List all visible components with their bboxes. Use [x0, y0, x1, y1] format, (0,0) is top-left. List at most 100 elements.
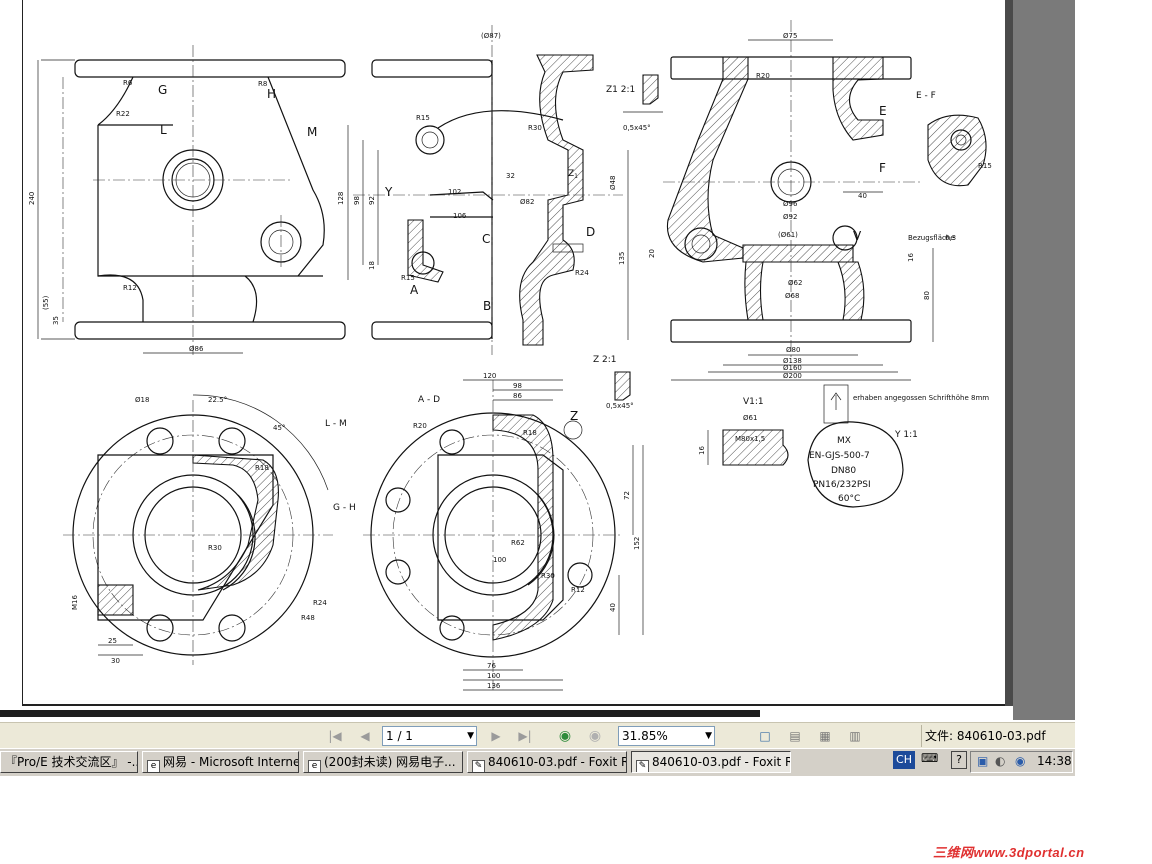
thread-label: M80x1,5 [735, 435, 765, 443]
chevron-down-icon[interactable]: ▼ [705, 731, 712, 741]
svg-text:R18: R18 [523, 429, 537, 437]
detail-v-title: V1:1 [743, 397, 764, 407]
svg-text:16: 16 [698, 446, 706, 455]
continuous-facing-icon[interactable]: ▥ [849, 729, 861, 743]
continuous-page-icon[interactable]: ▤ [789, 729, 801, 743]
security-icon[interactable]: ◉ [1015, 754, 1026, 768]
taskbar-item-mail[interactable]: e(200封未读) 网易电子... [303, 751, 463, 773]
section-lm-gh-view: 22.5° 45° Ø18 R18 R30 R24 R48 M16 25 30 … [63, 394, 356, 665]
svg-text:Z1: Z1 [568, 169, 578, 180]
detail-z1: Z1 2:1 0,5x45° [606, 74, 663, 132]
svg-text:40: 40 [609, 603, 617, 612]
svg-text:A: A [410, 283, 419, 297]
language-indicator[interactable]: CH [893, 751, 915, 769]
network-icon[interactable]: ▣ [977, 754, 989, 768]
detail-ef: E - F R15 [916, 91, 992, 187]
page-number-input[interactable]: 1 / 1 ▼ [382, 726, 477, 746]
svg-text:E: E [879, 104, 887, 118]
svg-text:M16: M16 [71, 595, 79, 610]
viewer-background [1013, 0, 1075, 720]
detail-z: Z 2:1 0,5x45° [593, 355, 634, 410]
chevron-down-icon[interactable]: ▼ [467, 731, 474, 741]
svg-text:R24: R24 [575, 269, 589, 277]
taskbar-item-foxit-1[interactable]: ✎840610-03.pdf - Foxit R... [467, 751, 627, 773]
taskbar-item-label: 840610-03.pdf - Foxit R... [652, 755, 791, 769]
taskbar-item-foxit-2[interactable]: ✎840610-03.pdf - Foxit R... [631, 751, 791, 773]
svg-text:100: 100 [493, 556, 506, 564]
svg-text:R48: R48 [301, 614, 315, 622]
svg-text:B: B [483, 299, 491, 313]
svg-text:136: 136 [487, 682, 501, 690]
svg-text:25: 25 [108, 637, 117, 645]
next-page-icon[interactable]: ▶ [491, 729, 501, 743]
site-watermark: 三维网www.3dportal.cn [933, 845, 1085, 860]
last-page-icon[interactable]: ▶| [518, 729, 532, 743]
side-section-view: 128 98 92 18 102 106 Ø82 32 (Ø87) R15 R3… [337, 25, 629, 355]
svg-text:Z: Z [570, 409, 578, 423]
marking-line-5: 60°C [838, 494, 860, 504]
svg-text:R24: R24 [313, 599, 327, 607]
svg-text:16: 16 [907, 253, 915, 262]
svg-text:(Ø61): (Ø61) [778, 231, 798, 239]
svg-text:R15: R15 [416, 114, 430, 122]
svg-text:R15: R15 [401, 274, 415, 282]
marking-note: erhaben angegossen Schrifthöhe 8mm [853, 394, 989, 402]
svg-text:(Ø87): (Ø87) [481, 32, 501, 40]
back-icon[interactable]: ◉ [558, 728, 572, 744]
svg-text:98: 98 [513, 382, 522, 390]
taskbar-item-label: (200封未读) 网易电子... [324, 755, 456, 769]
marking-line-3: DN80 [831, 466, 856, 476]
svg-text:18: 18 [368, 261, 376, 270]
file-status: 文件: 840610-03.pdf [921, 725, 1073, 747]
svg-text:20: 20 [648, 249, 656, 258]
svg-text:128: 128 [337, 192, 345, 205]
svg-text:R18: R18 [255, 464, 269, 472]
svg-text:Ø61: Ø61 [743, 414, 757, 422]
keyboard-icon[interactable]: ⌨ [921, 751, 939, 765]
previous-page-icon[interactable]: ◀ [360, 729, 370, 743]
svg-text:Ø68: Ø68 [785, 292, 799, 300]
svg-text:G: G [158, 83, 167, 97]
svg-text:F: F [879, 161, 886, 175]
help-icon[interactable]: ? [951, 751, 967, 769]
svg-text:M: M [307, 125, 317, 139]
svg-text:Ø92: Ø92 [783, 213, 797, 221]
pdf-page: 240 (55) 35 Ø86 R6 R22 R12 R8 G H L M [22, 0, 1006, 706]
svg-text:Y: Y [384, 185, 393, 199]
ie-icon: e [308, 760, 321, 772]
volume-icon[interactable]: ◐ [995, 754, 1006, 768]
svg-text:R20: R20 [413, 422, 427, 430]
svg-text:106: 106 [453, 212, 467, 220]
svg-text:92: 92 [368, 196, 376, 205]
zoom-input[interactable]: 31.85% ▼ [618, 726, 715, 746]
single-page-icon[interactable]: □ [759, 729, 771, 743]
svg-text:Ø160: Ø160 [783, 364, 802, 372]
navigation-toolbar: |◀ ◀ 1 / 1 ▼ ▶ ▶| ◉ ◉ 31.85% ▼ □ ▤ ▦ ▥ 文… [0, 722, 1075, 749]
svg-text:Ø75: Ø75 [783, 32, 797, 40]
taskbar-item-proe-forum[interactable]: 『Pro/E 技术交流区』 -... [0, 751, 138, 773]
forward-icon[interactable]: ◉ [588, 728, 602, 744]
svg-text:Ø96: Ø96 [783, 200, 798, 208]
chamfer-label-z: 0,5x45° [606, 402, 634, 410]
horizontal-scrollbar[interactable] [0, 710, 760, 717]
svg-text:22.5°: 22.5° [208, 396, 227, 404]
svg-text:Ø62: Ø62 [788, 279, 802, 287]
svg-text:Ø86: Ø86 [189, 345, 204, 353]
svg-text:R8: R8 [258, 80, 267, 88]
svg-text:R30: R30 [208, 544, 222, 552]
svg-text:Ø200: Ø200 [783, 372, 802, 380]
svg-text:240: 240 [28, 192, 36, 205]
marking-line-1: MX [837, 436, 851, 446]
first-page-icon[interactable]: |◀ [328, 729, 342, 743]
zoom-value: 31.85% [622, 729, 668, 743]
svg-text:(55): (55) [42, 295, 50, 310]
taskbar-item-label: 网易 - Microsoft Interne... [163, 755, 299, 769]
ie-icon: e [147, 760, 160, 772]
chamfer-label: 0,5x45° [623, 124, 651, 132]
svg-text:R22: R22 [116, 110, 130, 118]
svg-text:D: D [586, 225, 595, 239]
facing-pages-icon[interactable]: ▦ [819, 729, 831, 743]
clock[interactable]: 14:38 [1037, 754, 1072, 768]
right-section-view: Ø75 R20 40 Ø96 Ø92 (Ø61) Ø62 Ø68 Ø80 Ø13… [648, 20, 956, 381]
